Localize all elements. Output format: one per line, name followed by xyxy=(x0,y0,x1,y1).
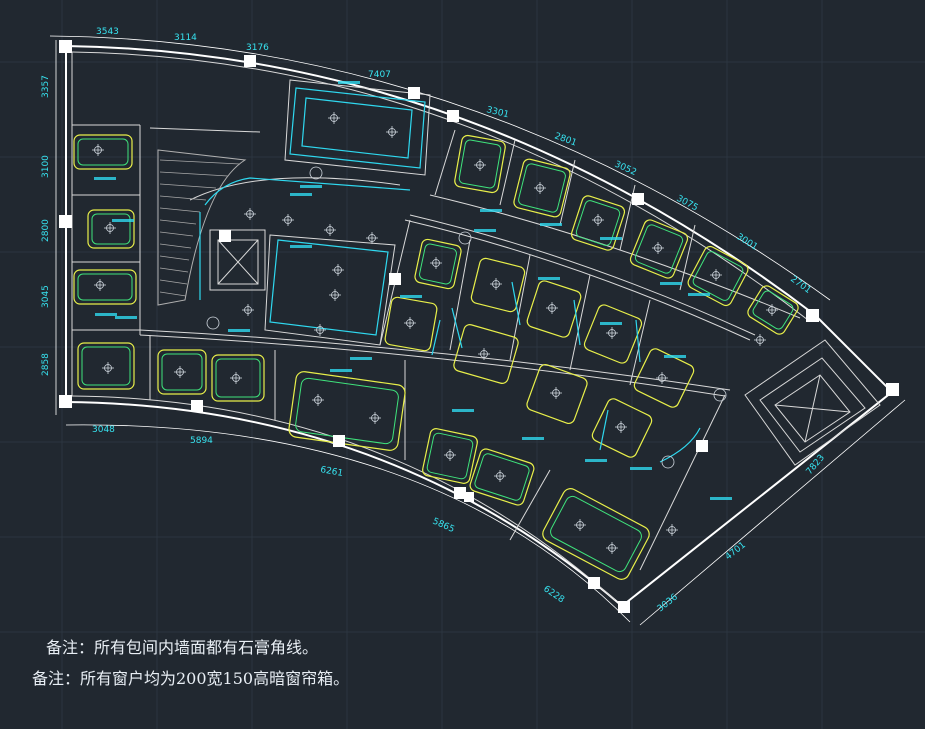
hatched-ramp xyxy=(157,149,247,306)
room-ceiling xyxy=(583,304,643,364)
dim-bottom-3: 6261 xyxy=(319,465,343,479)
dim-top-5: 3301 xyxy=(485,105,510,120)
light-strips xyxy=(199,87,701,463)
room-ceiling xyxy=(687,245,749,307)
dim-top-2: 3114 xyxy=(174,33,197,43)
room-ceiling xyxy=(77,342,135,390)
dim-bottom-1: 3048 xyxy=(92,425,115,435)
room-ceiling xyxy=(570,195,626,251)
dim-bottom-6: 3036 xyxy=(656,592,680,614)
room-ceiling xyxy=(526,363,588,425)
elevator-shaft xyxy=(217,239,259,285)
staircase xyxy=(744,339,881,466)
room-ceiling xyxy=(469,448,535,506)
room-ceiling xyxy=(87,209,135,249)
dim-top-4: 7407 xyxy=(368,70,391,80)
room-ceilings xyxy=(73,134,799,580)
note-curtain-box: 备注：所有窗户均为200宽150高暗窗帘箱。 xyxy=(32,669,350,688)
room-ceiling xyxy=(591,398,653,458)
dim-left-5: 2858 xyxy=(41,353,51,376)
ceiling-lamps xyxy=(91,111,779,555)
room-ceiling xyxy=(542,488,650,580)
dim-right-1: 7823 xyxy=(805,453,827,477)
room-ceiling xyxy=(157,349,207,395)
dim-top-9: 3001 xyxy=(734,232,759,253)
structural-columns xyxy=(59,40,899,613)
room-ceiling xyxy=(526,280,582,338)
dim-top-6: 2801 xyxy=(553,131,578,148)
room-ceiling xyxy=(422,428,478,484)
dim-top-3: 3176 xyxy=(246,43,269,53)
room-ceiling xyxy=(747,285,799,335)
room-ceiling xyxy=(629,219,689,279)
dim-left-3: 2800 xyxy=(41,219,51,242)
dim-top-10: 2701 xyxy=(788,274,812,296)
dim-left-4: 3045 xyxy=(41,285,51,308)
inner-partitions xyxy=(72,79,801,571)
note-plaster-cornice: 备注：所有包间内墙面都有石膏角线。 xyxy=(46,638,319,657)
room-ceiling xyxy=(384,296,438,352)
outer-walls xyxy=(65,45,894,607)
room-ceiling xyxy=(414,238,462,290)
dimension-lines xyxy=(49,35,906,626)
dim-bottom-2: 5894 xyxy=(190,436,213,446)
room-ceiling xyxy=(513,158,571,218)
room-ceiling xyxy=(73,269,137,305)
room-ceiling xyxy=(211,354,265,402)
dim-left-1: 3357 xyxy=(41,75,51,98)
dim-bottom-5: 6228 xyxy=(541,584,566,605)
room-ceiling xyxy=(454,134,506,194)
room-ceiling xyxy=(453,324,519,384)
room-ceiling xyxy=(73,134,133,170)
room-ceiling xyxy=(470,257,526,313)
dim-bottom-4: 5865 xyxy=(431,517,456,535)
dim-top-1: 3543 xyxy=(96,27,119,37)
dim-top-8: 3075 xyxy=(675,194,700,214)
dim-left-2: 3100 xyxy=(41,155,51,178)
